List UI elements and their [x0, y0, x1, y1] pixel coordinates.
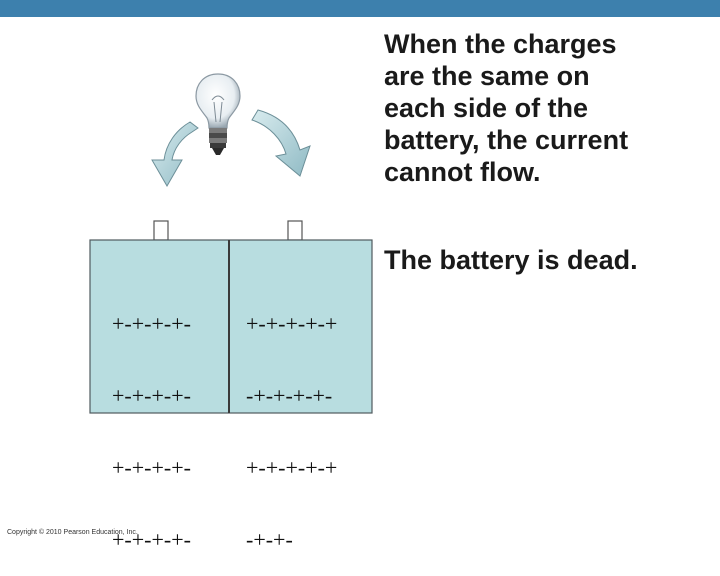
charge-row: +-+-+-+-: [112, 455, 191, 480]
copyright-notice: Copyright © 2010 Pearson Education, Inc.: [7, 529, 138, 536]
explanation-text: When the charges are the same on each si…: [384, 28, 714, 188]
charge-row: +-+-+-+-+: [246, 455, 338, 480]
curved-arrow-down-right-icon: [251, 109, 311, 177]
explanation-line: are the same on: [384, 61, 590, 91]
curved-arrow-down-left-icon: [151, 121, 199, 188]
explanation-line: battery, the current: [384, 125, 629, 155]
charge-row: -+-+-+-+-: [246, 383, 333, 408]
battery-diagram: [89, 73, 373, 414]
explanation-line: When the charges: [384, 29, 617, 59]
charge-row: +-+-+-+-: [112, 311, 191, 336]
explanation-line: cannot flow.: [384, 157, 541, 187]
top-accent-bar: [0, 0, 720, 17]
battery-dead-text: The battery is dead.: [384, 245, 638, 275]
charge-row: +-+-+-+-: [112, 383, 191, 408]
charge-row: +-+-+-+-+: [246, 311, 338, 336]
right-cell-charges: +-+-+-+-+ -+-+-+-+- +-+-+-+-+ -+-+-: [246, 264, 337, 576]
battery-body: [89, 239, 373, 414]
light-bulb-icon: [195, 73, 241, 155]
battery-terminal-right: [287, 220, 303, 241]
battery-terminal-left: [153, 220, 169, 241]
charge-row: -+-+-: [246, 527, 293, 552]
explanation-line: each side of the: [384, 93, 589, 123]
